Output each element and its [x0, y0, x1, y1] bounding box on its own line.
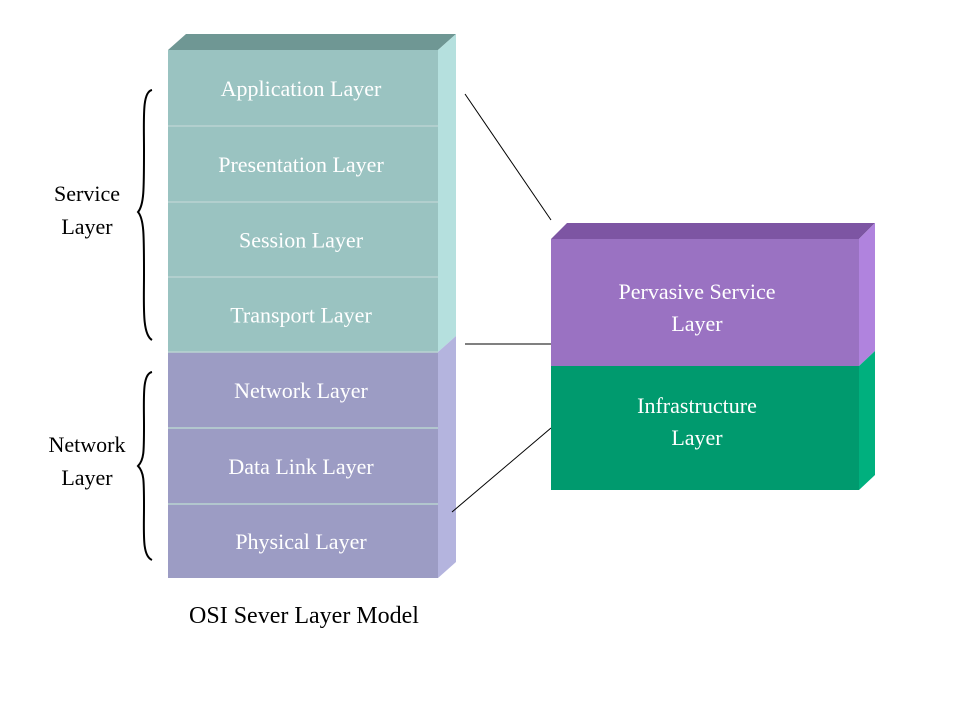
network-layer-brace — [136, 371, 153, 561]
osi-layer-block — [168, 352, 438, 428]
network-bracket-label-line2: Layer — [61, 465, 113, 490]
osi-layer-label: Presentation Layer — [218, 152, 384, 177]
network-bracket-label-line1: Network — [49, 432, 126, 457]
infrastructure-side-face — [859, 351, 875, 490]
osi-model-caption: OSI Sever Layer Model — [189, 603, 419, 629]
pervasive-label-line2: Layer — [671, 311, 723, 336]
infrastructure-label-line1: Infrastructure — [637, 393, 757, 418]
osi-layer-label: Session Layer — [239, 228, 364, 253]
pervasive-side-face — [859, 223, 875, 366]
osi-stack-top-face — [168, 34, 456, 50]
osi-layer-label: Data Link Layer — [228, 454, 374, 479]
osi-layer-block — [168, 50, 438, 126]
pervasive-top-face — [551, 223, 875, 239]
osi-layer-block — [168, 277, 438, 352]
service-bracket-label-line2: Layer — [61, 214, 113, 239]
infrastructure-layer-block — [551, 366, 859, 490]
osi-layer-block — [168, 504, 438, 578]
osi-layer-label: Network Layer — [234, 378, 368, 403]
osi-network-side-face — [438, 336, 456, 578]
service-bracket-label-line1: Service — [54, 181, 120, 206]
infrastructure-label-line2: Layer — [671, 425, 723, 450]
osi-layer-label: Transport Layer — [230, 303, 372, 328]
osi-layer-label: Application Layer — [221, 76, 382, 101]
osi-layer-block — [168, 428, 438, 504]
pervasive-label-line1: Pervasive Service — [619, 279, 776, 304]
connector-line-bottom — [451, 427, 552, 513]
connector-line-top — [464, 93, 552, 221]
osi-layer-block — [168, 202, 438, 277]
osi-layer-label: Physical Layer — [235, 529, 367, 554]
osi-layer-block — [168, 126, 438, 202]
pervasive-service-layer-block — [551, 239, 859, 366]
osi-service-side-face — [438, 34, 456, 352]
service-layer-brace — [136, 89, 153, 341]
